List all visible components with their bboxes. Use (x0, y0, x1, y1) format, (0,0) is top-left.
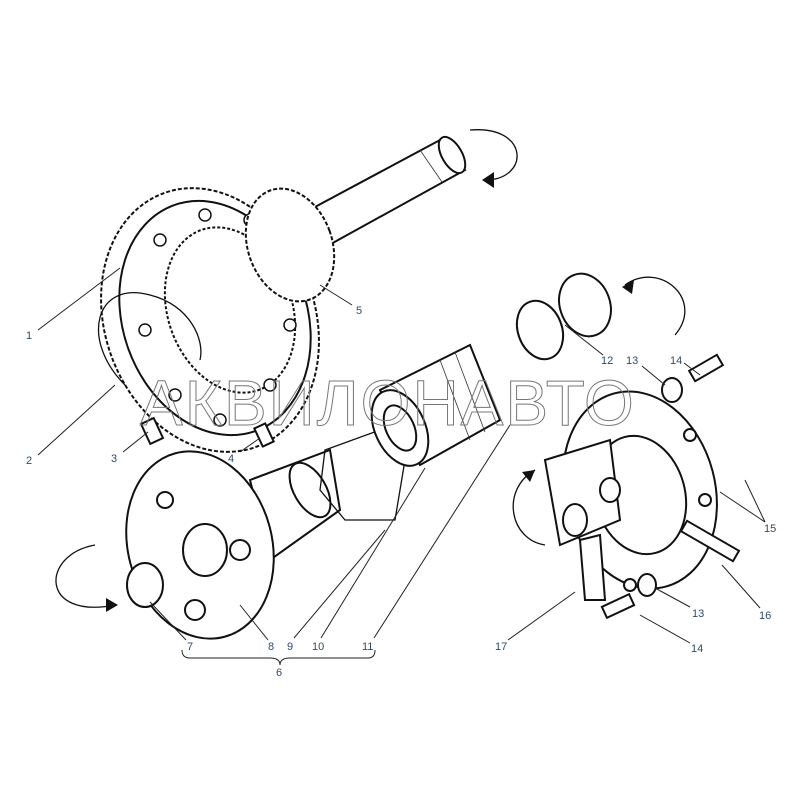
callout-3: 3 (111, 453, 117, 465)
bolt-16 (679, 519, 741, 563)
callout-17: 17 (495, 641, 507, 653)
bracket-17 (543, 438, 622, 601)
callout-14-bottom: 14 (691, 643, 703, 655)
flange-15 (562, 390, 718, 592)
nut-12 (515, 299, 565, 361)
callout-6: 6 (276, 667, 282, 679)
callout-2: 2 (26, 455, 32, 467)
callout-10: 10 (312, 641, 324, 653)
washer-13b (637, 573, 657, 597)
callout-5: 5 (356, 305, 362, 317)
rotation-arrow-icon (55, 544, 116, 608)
pinion-gear (244, 187, 336, 303)
callout-14-top: 14 (670, 355, 682, 367)
callout-1: 1 (26, 330, 32, 342)
watermark: АКВИЛОНАВТО (140, 367, 636, 439)
callout-11: 11 (362, 641, 373, 653)
callout-9: 9 (287, 641, 293, 653)
bolt-4 (253, 422, 275, 448)
leader-lines (37, 267, 766, 666)
snap-ring (97, 292, 202, 386)
callout-8: 8 (268, 641, 274, 653)
bolt-14 (687, 353, 725, 383)
seal (558, 272, 612, 338)
callout-7: 7 (187, 641, 193, 653)
oil-seal-7 (126, 562, 164, 608)
bolt-14b (600, 592, 636, 620)
washer-13 (661, 377, 683, 403)
callout-4: 4 (228, 453, 234, 465)
callout-15: 15 (764, 523, 776, 535)
rotation-arrow-icon (469, 129, 518, 181)
callout-16: 16 (759, 610, 771, 622)
rotation-arrow-icon (624, 276, 686, 336)
callout-13-top: 13 (626, 355, 638, 367)
flange-housing (125, 448, 342, 640)
rotation-arrow-icon (512, 469, 546, 546)
callout-12: 12 (601, 355, 613, 367)
callout-13-bottom: 13 (692, 608, 704, 620)
bearing-sleeve (370, 343, 502, 467)
